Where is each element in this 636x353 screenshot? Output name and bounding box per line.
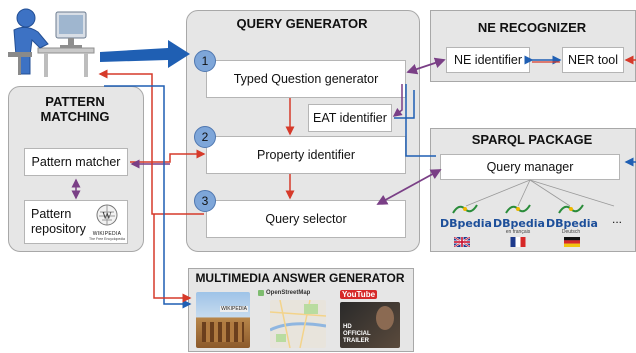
pattern-repository-label-line2: repository (31, 222, 86, 236)
dbpedia-de-logo: DBpedia Deutsch (546, 202, 598, 235)
dbpedia-fr-sublabel: en français (505, 229, 531, 235)
openstreetmap-icon (258, 290, 264, 296)
pattern-matcher-box: Pattern matcher (24, 148, 128, 176)
pattern-repository-label: Pattern repository (31, 207, 86, 237)
property-identifier-label: Property identifier (257, 148, 355, 162)
openstreetmap-label: OpenStreetMap (258, 290, 310, 296)
france-flag-icon (510, 237, 526, 247)
uk-flag-icon (454, 237, 470, 247)
pattern-matcher-label: Pattern matcher (31, 155, 121, 169)
pattern-matching-title-line2: MATCHING (40, 109, 110, 124)
svg-text:W: W (102, 211, 112, 222)
pattern-repository-label-line1: Pattern (31, 207, 72, 221)
dbpedia-fr-logo: DBpedia en français (493, 202, 545, 235)
dbpedia-wave-icon (505, 204, 531, 214)
eat-identifier-label: EAT identifier (313, 111, 387, 125)
map-thumbnail (269, 299, 327, 349)
youtube-logo-text: YouTube (340, 290, 378, 299)
germany-flag-icon (564, 237, 580, 247)
youtube-trailer-image: HD OFFICIAL TRAILER (340, 302, 400, 348)
wikipedia-media-label: WIKIPEDIA (220, 306, 248, 312)
dbpedia-de-label: DBpedia (546, 217, 598, 230)
user-question-arrow (100, 40, 190, 68)
query-manager-label: Query manager (486, 160, 574, 174)
eat-identifier-box: EAT identifier (308, 104, 392, 132)
ne-recognizer-title: NE RECOGNIZER (477, 20, 587, 35)
query-selector-multimedia-path (153, 214, 192, 303)
pattern-matching-title: PATTERN MATCHING (8, 94, 142, 124)
dbpedia-en-logo: DBpedia (440, 202, 492, 230)
query-selector-box: Query selector (206, 200, 406, 238)
ner-tool-label: NER tool (567, 53, 619, 67)
ne-identifier-box: NE identifier (446, 47, 530, 73)
user-at-computer-illustration (8, 8, 95, 77)
multimedia-answer-generator-title: MULTIMEDIA ANSWER GENERATOR (195, 271, 405, 285)
query-generator-title: QUERY GENERATOR (236, 16, 368, 31)
openstreetmap-image (269, 299, 327, 349)
sparql-package-title: SPARQL PACKAGE (471, 132, 593, 147)
wikipedia-logo: W WIKIPEDIA The Free Encyclopedia (88, 204, 126, 241)
dbpedia-wave-icon (452, 204, 478, 214)
ne-identifier-label: NE identifier (453, 53, 523, 67)
dbpedia-fr-label: DBpedia (493, 217, 545, 230)
query-manager-box: Query manager (440, 154, 620, 180)
property-identifier-box: Property identifier (206, 136, 406, 174)
pattern-matching-title-line1: PATTERN (45, 94, 105, 109)
dbpedia-en-label: DBpedia (440, 217, 492, 230)
typed-question-generator-label: Typed Question generator (233, 72, 379, 86)
wikipedia-globe-icon: W (96, 204, 118, 226)
dbpedia-wave-icon (558, 204, 584, 214)
wikipedia-colosseum-image: WIKIPEDIA (196, 292, 250, 348)
step-3-badge: 3 (194, 190, 216, 212)
dbpedia-de-sublabel: Deutsch (561, 229, 581, 235)
ner-tool-box: NER tool (562, 47, 624, 73)
step-1-badge: 1 (194, 50, 216, 72)
more-knowledge-bases-ellipsis: ... (612, 212, 623, 226)
wikipedia-logo-tagline: The Free Encyclopedia (89, 237, 125, 241)
trailer-caption: HD OFFICIAL TRAILER (343, 324, 371, 344)
youtube-logo: YouTube (340, 290, 378, 299)
step-2-badge: 2 (194, 126, 216, 148)
typed-question-generator-box: Typed Question generator (206, 60, 406, 98)
openstreetmap-label-text: OpenStreetMap (266, 290, 311, 296)
query-selector-label: Query selector (265, 212, 347, 226)
